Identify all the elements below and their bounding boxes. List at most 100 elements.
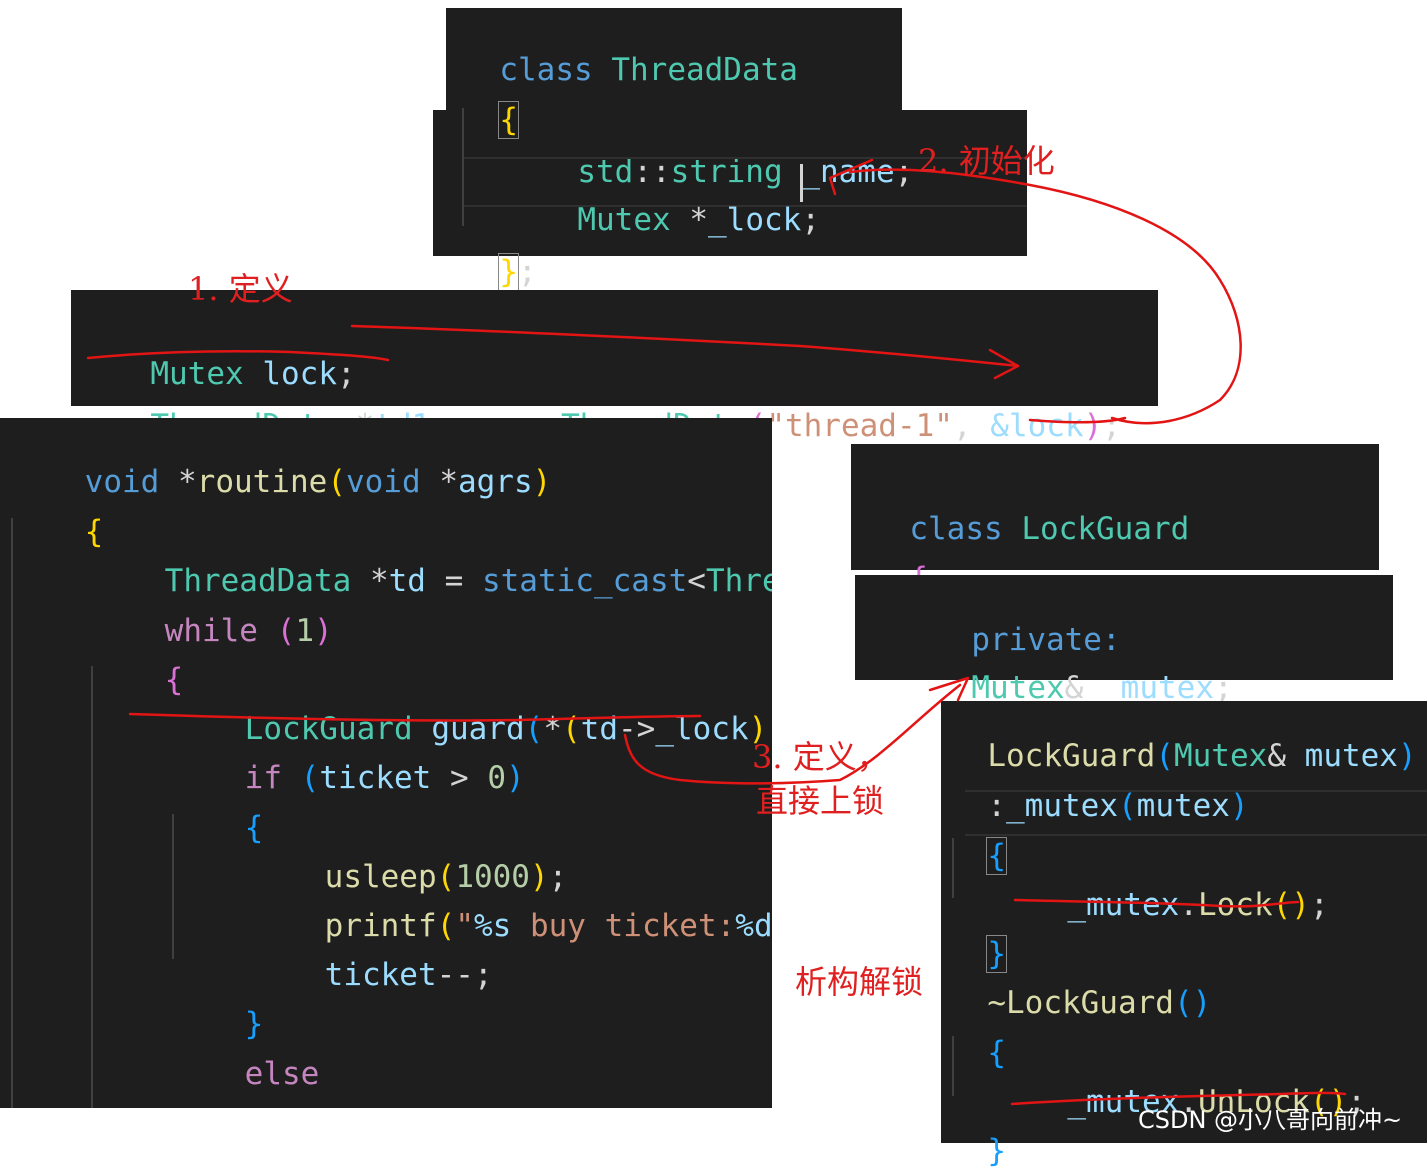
function-name: UnLock — [1197, 1084, 1310, 1120]
function-name: printf — [324, 908, 437, 944]
namespace: std — [577, 154, 634, 190]
code-line-routine-signature: void *routine(void *agrs) — [10, 422, 552, 542]
keyword-class: class — [909, 511, 1003, 547]
semicolon: ; — [1309, 887, 1329, 923]
semicolon: ; — [1347, 1084, 1366, 1120]
code-line-open-brace: { — [950, 796, 1007, 876]
lockguard-class-panel — [851, 444, 1379, 570]
function-name: LockGuard — [987, 738, 1156, 774]
line-separator — [965, 834, 1427, 836]
indent-guide — [462, 108, 464, 226]
arrow-guard-to-mutex — [623, 683, 962, 785]
close-brace: } — [244, 1006, 264, 1042]
code-line-mutex-lock: Mutex lock; — [113, 314, 355, 394]
paren: ) — [529, 859, 549, 895]
paren: () — [1173, 985, 1212, 1021]
semicolon: ; — [1213, 670, 1233, 706]
keyword-void: void — [345, 464, 421, 500]
function-name: routine — [196, 464, 328, 500]
code-line-field-name: std::string _name; — [540, 112, 913, 192]
comma: , — [952, 408, 972, 444]
number-literal: 1 — [295, 613, 314, 649]
decrement-op: -- — [436, 957, 474, 993]
member-name: _mutex — [1006, 788, 1118, 824]
keyword-class: class — [499, 52, 593, 88]
lockguard-impl-panel — [941, 701, 1427, 1143]
semicolon: ; — [518, 254, 537, 290]
type-name: Threa — [705, 563, 772, 599]
code-line-open-brace: { — [10, 472, 104, 592]
code-line-open-brace: { — [90, 620, 184, 740]
member-name: _mutex — [1102, 670, 1214, 706]
pointer-star: * — [439, 464, 458, 500]
paren: ) — [1397, 738, 1417, 774]
function-name: ~LockGuard — [987, 985, 1174, 1021]
angle-bracket: < — [687, 563, 706, 599]
string-literal: buy ticket: — [511, 908, 736, 944]
annotation-step1: 1. 定义 — [188, 270, 293, 308]
colon: : — [987, 788, 1006, 824]
scope-op: :: — [633, 154, 671, 190]
variable-name: lock — [262, 356, 337, 392]
code-line-unlock-call: _mutex.UnLock(); — [1030, 1042, 1366, 1122]
code-line-usleep: usleep(1000); — [250, 817, 568, 937]
paren: ( — [436, 859, 456, 895]
paren: ) — [748, 711, 768, 747]
member-name: _mutex — [1067, 887, 1180, 923]
code-line-field-lock: Mutex *_lock; — [540, 160, 820, 240]
field-name: _lock — [708, 202, 802, 238]
code-line-ticket-decrement: ticket--; — [250, 915, 493, 1035]
variable-name: td — [388, 563, 426, 599]
code-line-while: while (1) — [90, 571, 333, 691]
indent-guide — [952, 1036, 954, 1096]
number-literal: 1000 — [455, 859, 530, 895]
open-brace: { — [986, 837, 1007, 875]
semicolon: ; — [801, 202, 820, 238]
member-name: _mutex — [1067, 1084, 1180, 1120]
greater-than-op: > — [449, 760, 469, 796]
code-line-class-lockguard: class LockGuard — [872, 469, 1189, 549]
code-line-class-threaddata: class ThreadData — [462, 10, 798, 90]
paren: ( — [1117, 788, 1137, 824]
text-cursor — [800, 164, 803, 202]
code-line-if: if (ticket > 0) — [170, 718, 525, 838]
keyword-private: private: — [971, 622, 1121, 658]
paren: ) — [1229, 788, 1249, 824]
paren: ) — [506, 760, 525, 796]
variable-name: ticket — [319, 760, 432, 796]
semicolon: ; — [1102, 408, 1121, 444]
code-line-static-cast: ThreadData *td = static_cast<Threa — [90, 521, 772, 641]
arrow-ctor-to-member — [1028, 416, 1127, 424]
keyword-static-cast: static_cast — [481, 563, 688, 599]
annotation-step3-line1: 3. 定义， — [752, 738, 889, 776]
indent-guide — [172, 814, 174, 959]
open-brace: { — [84, 514, 104, 550]
indent-guide — [11, 518, 13, 1108]
type-name: string — [670, 154, 783, 190]
arrowhead-lock-member — [828, 158, 874, 196]
close-brace: } — [986, 935, 1007, 973]
field-name: _name — [801, 154, 895, 190]
address-of-lock: &lock — [990, 408, 1084, 444]
keyword-if: if — [244, 760, 282, 796]
indent-guide — [952, 838, 954, 898]
underline-lock-call — [1013, 898, 1300, 908]
current-line-highlight — [464, 157, 1027, 207]
reference-op: & — [1064, 670, 1084, 706]
underline-guard — [128, 712, 702, 722]
code-line-close-brace: } — [170, 964, 264, 1084]
parameter-name: mutex — [1136, 788, 1230, 824]
underline-unlock-call — [1010, 1091, 1347, 1106]
paren: ) — [767, 711, 772, 747]
paren: ( — [1155, 738, 1174, 774]
watermark: CSDN @小八哥向前冲~ — [1138, 1106, 1403, 1134]
annotation-step2: 2. 初始化 — [918, 142, 1055, 180]
type-name: Mutex — [577, 202, 671, 238]
paren: ( — [276, 613, 296, 649]
annotation-destruct: 析构解锁 — [795, 963, 924, 1001]
line-separator — [965, 790, 1427, 792]
arrow-lock-to-ctor-arg — [350, 324, 1020, 368]
open-brace: { — [498, 101, 519, 139]
variable-name: guard — [431, 711, 525, 747]
indent-guide — [91, 666, 93, 1108]
